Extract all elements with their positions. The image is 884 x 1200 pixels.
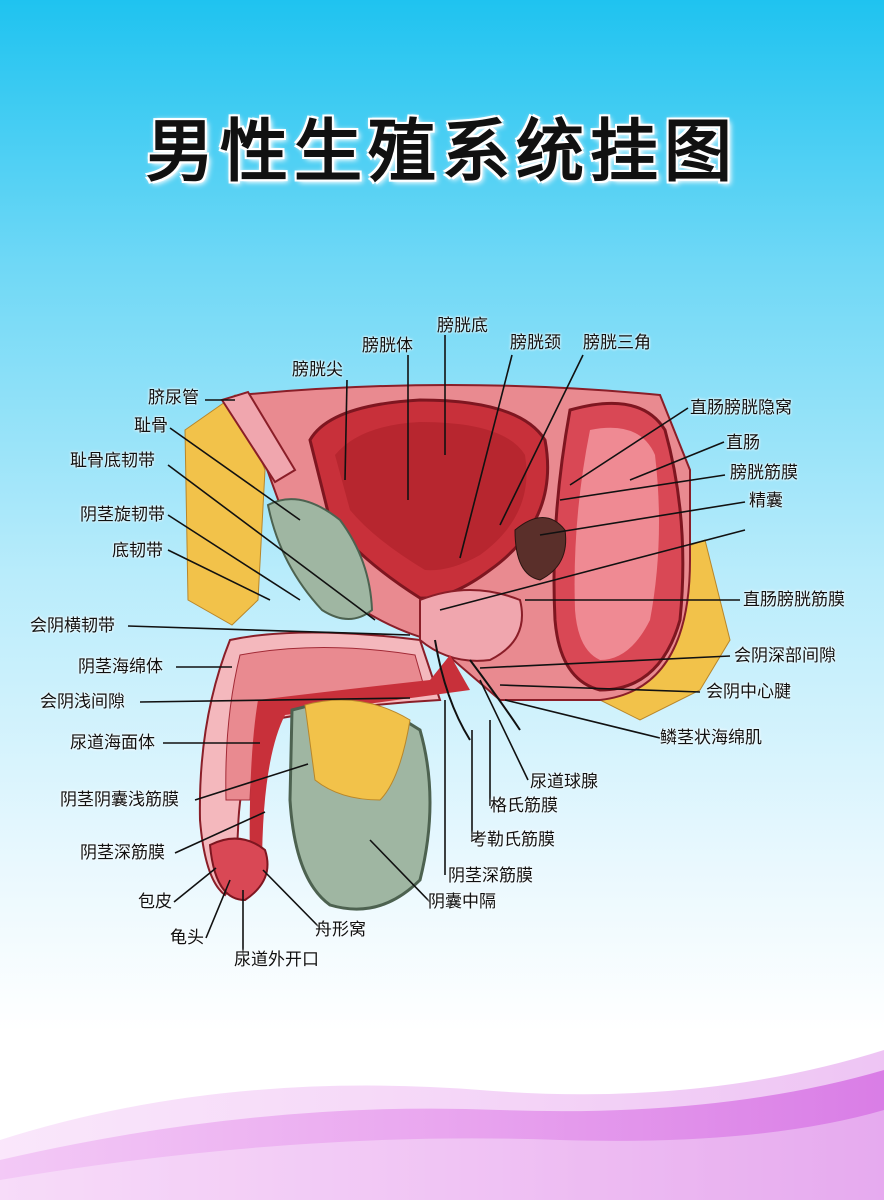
perineal-body-line <box>469 659 521 731</box>
label-bladder-trigone: 膀胱三角 <box>583 333 651 353</box>
leader-pangguang-jinmo <box>559 474 726 501</box>
prostate <box>419 589 523 662</box>
pubic-bone <box>266 498 374 620</box>
leader-yinjing-xuan-rendai <box>167 514 301 601</box>
leader-lines <box>127 335 746 955</box>
label-prepuce: 包皮 <box>138 892 172 912</box>
label-rectum: 直肠 <box>726 433 760 453</box>
label-perineal-body: 会阴中心腱 <box>706 682 791 702</box>
glans <box>208 837 269 902</box>
label-bladder-body: 膀胱体 <box>362 336 413 356</box>
label-glans: 龟头 <box>170 928 204 948</box>
label-corpus-spongiosum: 尿道海面体 <box>70 733 155 753</box>
label-transverse-perineal-ligament: 会阴横韧带 <box>30 616 115 636</box>
leader-pangguang-sanjiao <box>499 354 584 526</box>
label-colles-fascia: 考勒氏筋膜 <box>470 830 555 850</box>
leader-jingnang-2 <box>539 501 746 536</box>
label-rectovesical-fascia: 直肠膀胱筋膜 <box>743 590 845 610</box>
leader-huiyin-heng-rendai <box>127 625 411 636</box>
label-fundiform-ligament: 阴茎旋韧带 <box>80 505 165 525</box>
label-vesical-fascia: 膀胱筋膜 <box>730 463 798 483</box>
label-bladder-fundus: 膀胱底 <box>437 316 488 336</box>
label-deep-penile-fascia-2: 阴茎深筋膜 <box>448 866 533 886</box>
label-suspensory-ligament: 底韧带 <box>112 541 163 561</box>
label-superficial-fascia: 阴茎阴囊浅筋膜 <box>60 790 179 810</box>
label-rectovesical-pouch: 直肠膀胱隐窝 <box>690 398 792 418</box>
leader-huiyin-qian-jianxi <box>139 697 411 703</box>
leader-huiyin-shenbu-jianxi <box>479 655 731 669</box>
label-bulbourethral-gland: 尿道球腺 <box>530 772 598 792</box>
label-corpus-cavernosum: 阴茎海绵体 <box>78 657 163 677</box>
leader-chigu <box>169 427 301 521</box>
leader-pangguang-jing <box>459 354 513 559</box>
spermatic-cord-fat <box>304 699 411 801</box>
label-pubic-arcuate-ligament: 耻骨底韧带 <box>70 451 155 471</box>
bladder-lining <box>335 422 527 571</box>
leader-baopi <box>173 867 217 903</box>
label-deep-penile-fascia: 阴茎深筋膜 <box>80 843 165 863</box>
leader-yinjing-shen-jinmo <box>174 811 266 854</box>
rectum-inner <box>574 427 659 660</box>
leader-linjingzhuang-haimianji <box>504 699 661 739</box>
urachus <box>220 390 297 484</box>
label-pubis: 耻骨 <box>134 416 168 436</box>
label-scrotal-septum: 阴囊中隔 <box>428 892 496 912</box>
leader-yinnang-zhongge <box>369 839 431 903</box>
label-navicular-fossa: 舟形窝 <box>315 920 366 940</box>
leader-di-rendai <box>167 549 271 601</box>
leader-jingnang <box>439 529 746 611</box>
poster-title: 男性生殖系统挂图 <box>145 113 738 192</box>
leader-zhichang-pangguang-yinwo <box>569 407 689 486</box>
label-external-urethral-orifice: 尿道外开口 <box>234 950 319 970</box>
leader-chigu-di-rendai <box>167 464 376 621</box>
leader-zhichang <box>629 441 725 481</box>
label-superficial-perineal-space: 会阴浅间隙 <box>40 692 125 712</box>
label-urachus: 脐尿管 <box>148 388 199 408</box>
label-bladder-apex: 膀胱尖 <box>292 360 343 380</box>
label-bulbospongiosus: 鳞茎状海绵肌 <box>660 728 762 748</box>
label-deep-perineal-space: 会阴深部间隙 <box>734 646 836 666</box>
label-gallaudet-fascia: 格氏筋膜 <box>490 796 558 816</box>
leader-huiyin-zhongxin-jian <box>499 684 701 693</box>
bottom-wave-decoration <box>0 1050 884 1200</box>
label-bladder-neck: 膀胱颈 <box>510 333 561 353</box>
leader-pangguang-jian <box>344 379 348 481</box>
leader-guitou <box>205 879 231 939</box>
leader-zhouxing-wo <box>262 869 321 929</box>
leader-niaodao-qiuxian <box>479 679 529 781</box>
leader-yinjing-yinnang-qian-jinmo <box>194 763 309 801</box>
deep-fascia-line <box>434 639 471 741</box>
label-seminal-vesicle: 精囊 <box>749 491 783 511</box>
